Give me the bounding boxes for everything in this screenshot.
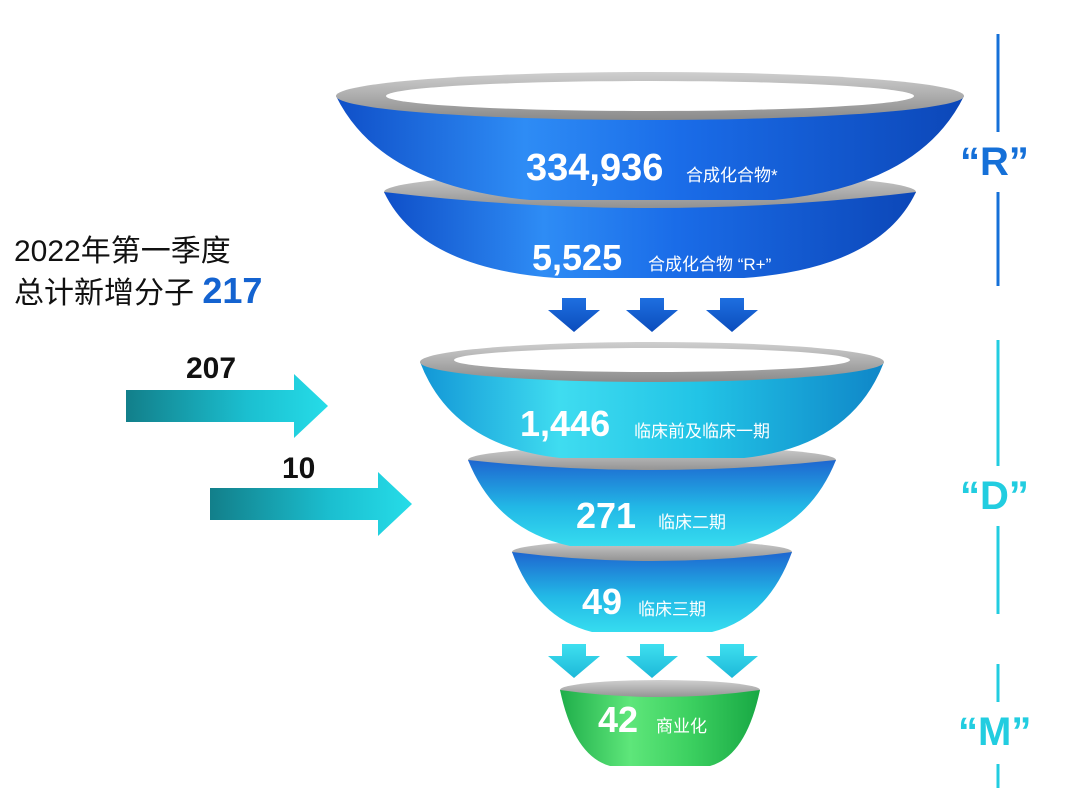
- input-arrow-icon: [210, 472, 412, 536]
- stage-1-body: [336, 96, 964, 200]
- down-arrow-icon: [706, 298, 758, 332]
- summary-total-value: 217: [202, 270, 263, 311]
- stage-5-value: 49: [582, 581, 622, 622]
- stage-3-value: 1,446: [520, 403, 610, 444]
- stage-5-body: [512, 552, 792, 632]
- stage-3-opening: [454, 348, 850, 372]
- stage-4-value: 271: [576, 495, 636, 536]
- stage-6-value: 42: [598, 699, 638, 740]
- phase-label-d: “D”: [960, 474, 1029, 518]
- down-arrows-cyan: [548, 644, 758, 678]
- summary-total-row: 总计新增分子 217: [14, 268, 262, 312]
- stage-2-body: [384, 192, 916, 278]
- down-arrow-icon: [626, 298, 678, 332]
- stage-6-body: [560, 690, 760, 766]
- down-arrow-icon: [626, 644, 678, 678]
- summary-total-label: 总计新增分子: [14, 277, 194, 310]
- stage-2-value: 5,525: [532, 237, 622, 278]
- stage-5-label: 临床三期: [638, 600, 706, 619]
- stage-2-label: 合成化合物 “R+”: [648, 255, 772, 274]
- stage-3-body: [420, 362, 884, 458]
- funnel-stage-compounds: [336, 72, 964, 200]
- funnel-stage-commercial: [560, 680, 760, 766]
- stage-4-body: [468, 460, 836, 546]
- stage-6-rim: [560, 680, 760, 700]
- stage-1-opening: [386, 81, 914, 111]
- down-arrow-icon: [706, 644, 758, 678]
- stage-1-label: 合成化合物*: [686, 166, 778, 185]
- stage-1-value: 334,936: [526, 147, 663, 189]
- down-arrows-blue: [548, 298, 758, 332]
- input-arrow-icon: [126, 374, 328, 438]
- stage-6-label: 商业化: [656, 717, 707, 736]
- input-arrows: [126, 374, 412, 536]
- summary-period: 2022年第一季度: [14, 235, 231, 268]
- funnel-stage-phase2: [468, 446, 836, 546]
- phase-label-m: “M”: [958, 710, 1032, 754]
- stage-4-label: 临床二期: [658, 513, 726, 532]
- stage-3-label: 临床前及临床一期: [634, 422, 770, 441]
- stage-labels: 334,936 合成化合物* 5,525 合成化合物 “R+” 1,446 临床…: [520, 147, 778, 740]
- funnel-stage-preclinical: [420, 342, 884, 458]
- down-arrow-icon: [548, 298, 600, 332]
- input-value-207: 207: [186, 352, 237, 385]
- down-arrow-icon: [548, 644, 600, 678]
- phase-label-r: “R”: [960, 140, 1029, 184]
- input-value-10: 10: [282, 452, 316, 485]
